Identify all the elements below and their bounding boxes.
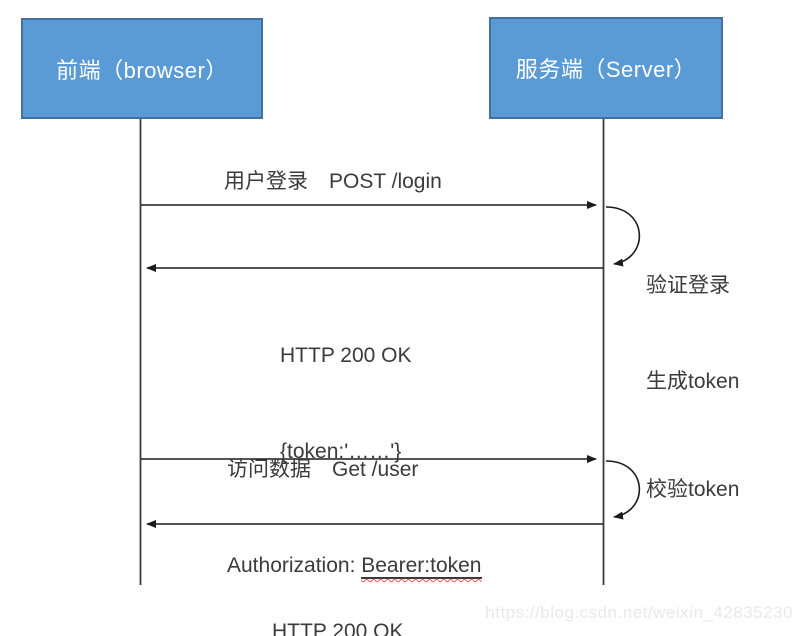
label-data-response-line1: HTTP 200 OK — [272, 620, 404, 636]
actor-server: 服务端（Server） — [489, 17, 723, 119]
actor-browser-label: 前端（browser） — [56, 57, 228, 83]
label-login-response: HTTP 200 OK {token:'……'} — [280, 276, 412, 532]
bearer-token-underlined: Bearer:token — [361, 554, 482, 579]
label-login-request: 用户登录 POST /login — [224, 170, 442, 193]
self-loop-validate-token — [605, 460, 641, 520]
label-login-response-line2: {token:'……'} — [280, 440, 402, 463]
label-data-request: 访问数据 Get /user Authorization: Bearer:tok… — [227, 390, 482, 636]
auth-header-prefix: Authorization: — [227, 554, 362, 577]
self-loop-verify-login — [605, 206, 641, 267]
actor-browser: 前端（browser） — [21, 18, 263, 119]
label-data-request-line1: 访问数据 Get /user — [227, 458, 419, 481]
label-validate-token: 校验token — [646, 478, 740, 501]
label-verify-login: 验证登录 生成token — [646, 206, 739, 462]
label-verify-login-line1: 验证登录 — [646, 274, 730, 297]
label-data-response: HTTP 200 OK {…} — [272, 552, 404, 636]
actor-server-label: 服务端（Server） — [515, 57, 697, 82]
label-verify-login-line2: 生成token — [646, 370, 740, 393]
label-data-request-line2: Authorization: Bearer:token — [227, 550, 482, 582]
label-login-response-line1: HTTP 200 OK — [280, 344, 412, 367]
watermark: https://blog.csdn.net/weixin_42835230 — [485, 603, 793, 622]
